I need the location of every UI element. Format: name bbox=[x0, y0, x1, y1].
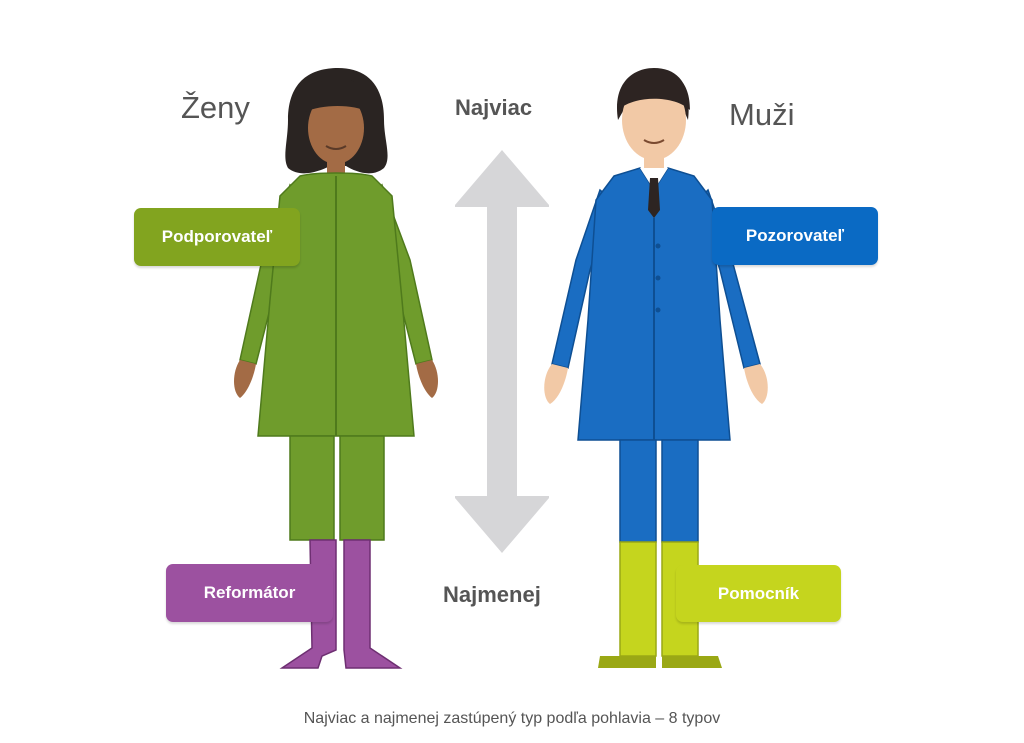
men-most-tag: Pozorovateľ bbox=[712, 207, 878, 265]
women-heading: Ženy bbox=[181, 90, 250, 125]
women-least-tag: Reformátor bbox=[166, 564, 333, 622]
woman-figure bbox=[234, 68, 438, 669]
man-figure bbox=[544, 68, 768, 668]
most-label: Najviac bbox=[455, 95, 533, 120]
figure-caption: Najviac a najmenej zastúpený typ podľa p… bbox=[303, 710, 721, 727]
men-heading: Muži bbox=[729, 97, 795, 132]
least-label: Najmenej bbox=[443, 582, 541, 607]
women-most-tag: Podporovateľ bbox=[134, 208, 300, 266]
men-least-tag: Pomocník bbox=[676, 565, 841, 622]
double-arrow-icon bbox=[455, 150, 549, 553]
